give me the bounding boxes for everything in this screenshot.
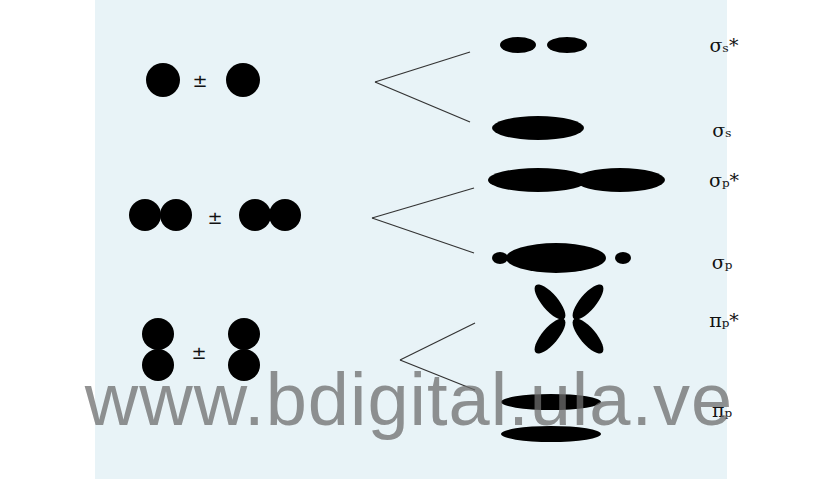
orbital-label: σₛ xyxy=(712,119,731,141)
p-orbital-lobe xyxy=(239,199,271,231)
watermark: www.bdigital.ula.ve xyxy=(85,357,733,442)
pi-p-antibonding-lobe xyxy=(568,314,609,358)
orbital-label: πₚ* xyxy=(709,309,739,331)
sigma-p-bonding xyxy=(506,243,606,273)
p-orbital-lobe xyxy=(142,318,174,350)
sigma-s-bonding xyxy=(492,116,584,140)
splitting-line xyxy=(400,323,475,360)
sigma-p-bonding-end xyxy=(615,252,631,264)
pi-p-antibonding-lobe xyxy=(530,280,571,324)
sigma-s-antibonding-lobe xyxy=(547,37,587,53)
pi-p-antibonding-lobe xyxy=(530,314,571,358)
p-orbital-lobe xyxy=(160,199,192,231)
sigma-p-bonding-end xyxy=(492,252,508,264)
orbital-label: σₚ xyxy=(712,251,733,273)
plus-minus-sign: ± xyxy=(192,70,207,91)
splitting-line xyxy=(375,52,470,82)
pi-p-antibonding-lobe xyxy=(568,280,609,324)
orbital-label: σₛ* xyxy=(710,34,739,56)
sigma-p-antibonding-lobe xyxy=(575,168,665,192)
orbital-label: σₚ* xyxy=(709,169,739,191)
s-orbital xyxy=(226,63,260,97)
s-orbital xyxy=(146,63,180,97)
splitting-line xyxy=(375,82,470,122)
p-orbital-lobe xyxy=(129,199,161,231)
p-orbital-lobe xyxy=(269,199,301,231)
p-orbital-lobe xyxy=(228,318,260,350)
plus-minus-sign: ± xyxy=(207,207,222,228)
sigma-p-antibonding-lobe xyxy=(488,168,588,192)
splitting-line xyxy=(372,218,474,253)
sigma-s-antibonding-lobe xyxy=(500,37,536,53)
splitting-line xyxy=(372,188,474,218)
